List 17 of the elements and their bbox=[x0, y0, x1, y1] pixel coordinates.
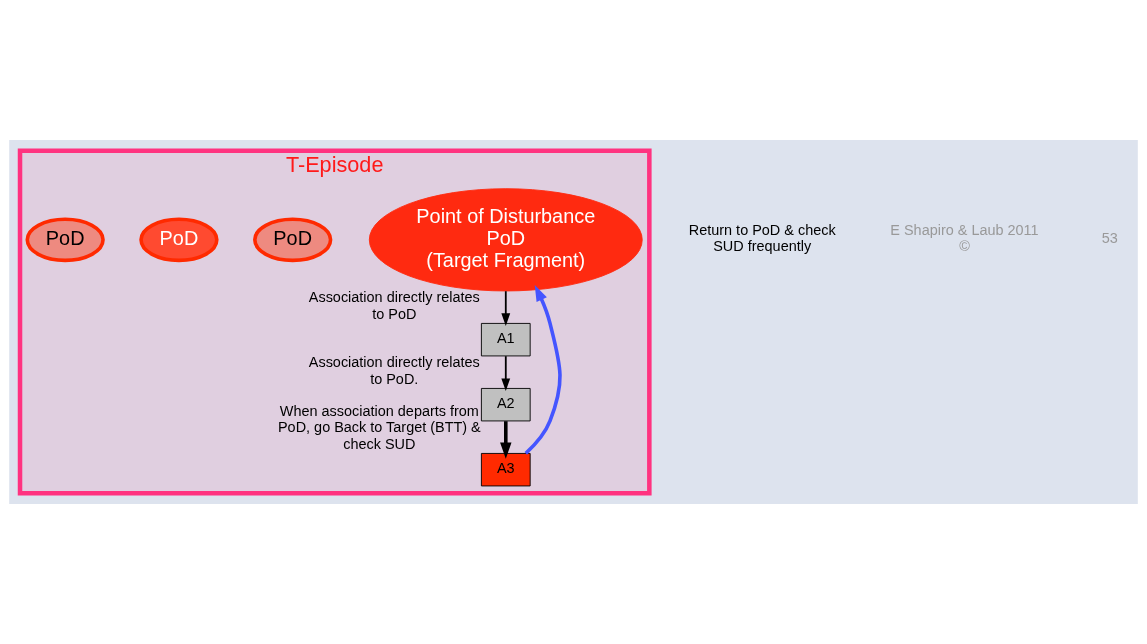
label: E Shapiro & Laub 2011 © bbox=[890, 222, 1039, 255]
arrow bbox=[524, 284, 562, 455]
node-box: A3 bbox=[480, 453, 531, 487]
node-ellipse: PoD bbox=[139, 217, 219, 263]
node-label: Association directly relates to PoD bbox=[308, 289, 480, 322]
arrow bbox=[501, 355, 511, 392]
label: 53 bbox=[1101, 230, 1118, 247]
node-label: When association departs from PoD, go Back to Target (BTT) & check SUD bbox=[278, 403, 481, 452]
node-box: A2 bbox=[480, 388, 531, 422]
node-ellipse: PoD bbox=[253, 217, 333, 263]
node-ellipse: PoD bbox=[25, 217, 105, 263]
node-box: A1 bbox=[480, 322, 531, 357]
node-label: Association directly relates to PoD. bbox=[308, 354, 480, 387]
arrow bbox=[501, 290, 511, 326]
node-ellipse: Point of Disturbance PoD (Target Fragment) bbox=[368, 188, 643, 292]
label: Return to PoD & check SUD frequently bbox=[688, 222, 836, 255]
arrow bbox=[500, 421, 512, 459]
